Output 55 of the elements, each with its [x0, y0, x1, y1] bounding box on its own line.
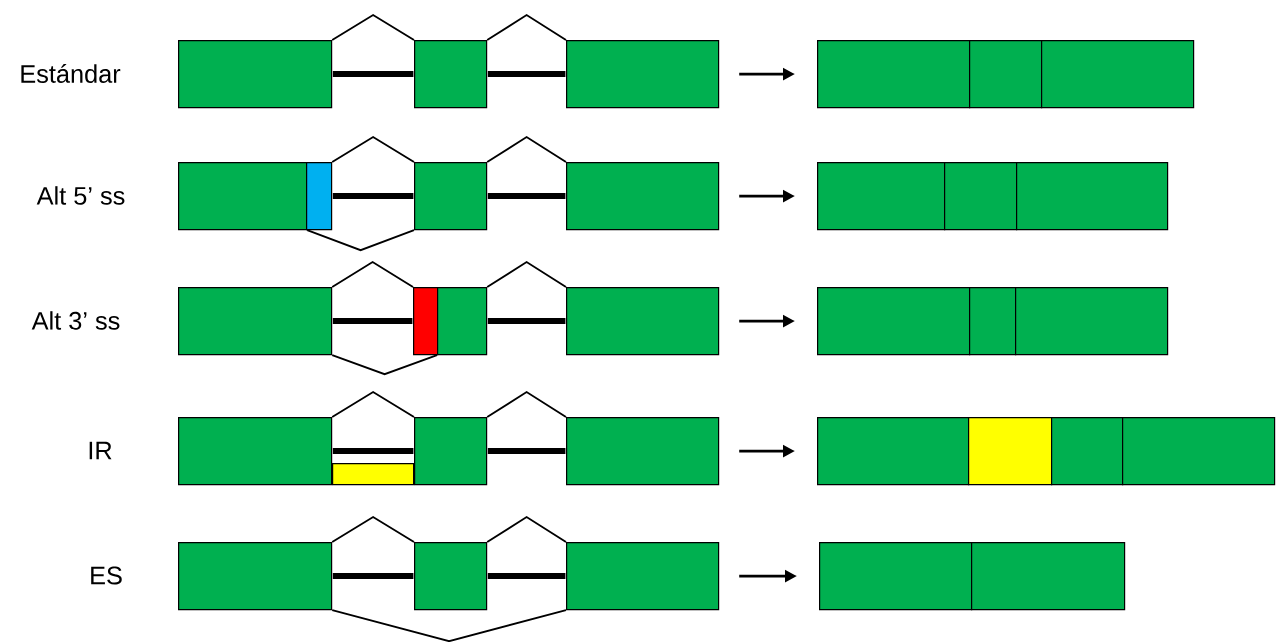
exon-box: [178, 162, 308, 231]
intron-line: [487, 71, 566, 78]
alternative-exon-segment: [306, 162, 333, 231]
splice-line: [331, 260, 414, 288]
splice-line: [486, 515, 567, 543]
alternative-exon-segment: [413, 287, 439, 356]
mrna-segment: [971, 542, 1126, 611]
intron-line: [487, 318, 566, 325]
exon-box: [566, 162, 720, 231]
splice-line: [486, 135, 567, 163]
splice-line: [331, 390, 415, 418]
row-label: Alt 5’ ss: [36, 186, 125, 205]
retained-intron-segment: [968, 417, 1053, 486]
intron-line: [332, 573, 414, 580]
intron-line: [487, 193, 566, 200]
intron-line: [332, 318, 413, 325]
mrna-segment: [944, 162, 1018, 231]
intron-line: [332, 71, 414, 78]
splice-line: [331, 13, 415, 41]
exon-box: [414, 162, 488, 231]
exon-box: [178, 542, 333, 611]
mrna-segment: [969, 40, 1043, 109]
mrna-segment: [817, 162, 946, 231]
exon-box: [566, 542, 720, 611]
exon-box: [414, 40, 488, 109]
splice-line: [331, 354, 438, 376]
row-label: ES: [91, 566, 122, 585]
exon-box: [437, 287, 488, 356]
exon-box: [178, 417, 333, 486]
mrna-segment: [969, 287, 1017, 356]
intron-line: [487, 573, 566, 580]
exon-box: [178, 287, 333, 356]
row-label: IR: [89, 441, 112, 460]
intron-line: [332, 193, 414, 200]
splice-line: [331, 515, 415, 543]
intron-line: [487, 448, 566, 455]
mrna-segment: [817, 417, 970, 486]
splice-line: [486, 13, 567, 41]
mrna-segment: [1051, 417, 1124, 486]
exon-box: [566, 417, 720, 486]
row-label: Estándar: [21, 64, 121, 83]
exon-box: [566, 40, 720, 109]
mrna-segment: [819, 542, 973, 611]
splice-line: [331, 135, 415, 163]
splice-line: [331, 609, 567, 642]
splice-line: [306, 229, 415, 252]
row-label: Alt 3’ ss: [31, 311, 120, 330]
exon-box: [178, 40, 333, 109]
splice-line: [486, 390, 567, 418]
splice-line: [486, 260, 567, 288]
exon-box: [566, 287, 720, 356]
exon-box: [414, 417, 488, 486]
retained-intron-box: [332, 463, 415, 486]
exon-box: [414, 542, 488, 611]
intron-line: [332, 448, 414, 455]
